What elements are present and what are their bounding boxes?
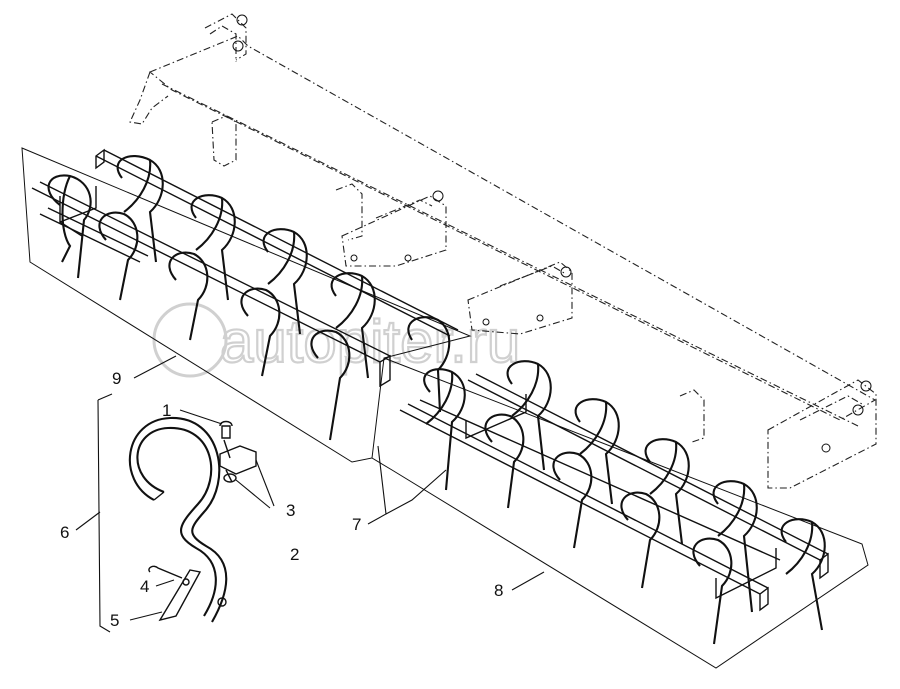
rear-roller-tines <box>47 155 451 441</box>
watermark-logo <box>152 302 228 378</box>
callout-9: 9 <box>112 369 121 388</box>
callout-6: 6 <box>60 523 69 542</box>
callout-4: 4 <box>140 577 149 596</box>
callout-1: 1 <box>162 401 171 420</box>
callout-5: 5 <box>110 611 119 630</box>
roller-group-outline <box>21 147 869 669</box>
front-roller-tines <box>423 360 826 645</box>
callouts: 9 1 3 6 2 7 4 5 8 <box>60 369 503 630</box>
frame-assembly <box>129 13 877 489</box>
leader-lines <box>75 355 545 633</box>
single-tine-assembly <box>128 416 257 623</box>
callout-3: 3 <box>286 501 295 520</box>
callout-8: 8 <box>494 581 503 600</box>
callout-2: 2 <box>290 545 299 564</box>
callout-7: 7 <box>352 515 361 534</box>
front-roller <box>399 373 829 612</box>
